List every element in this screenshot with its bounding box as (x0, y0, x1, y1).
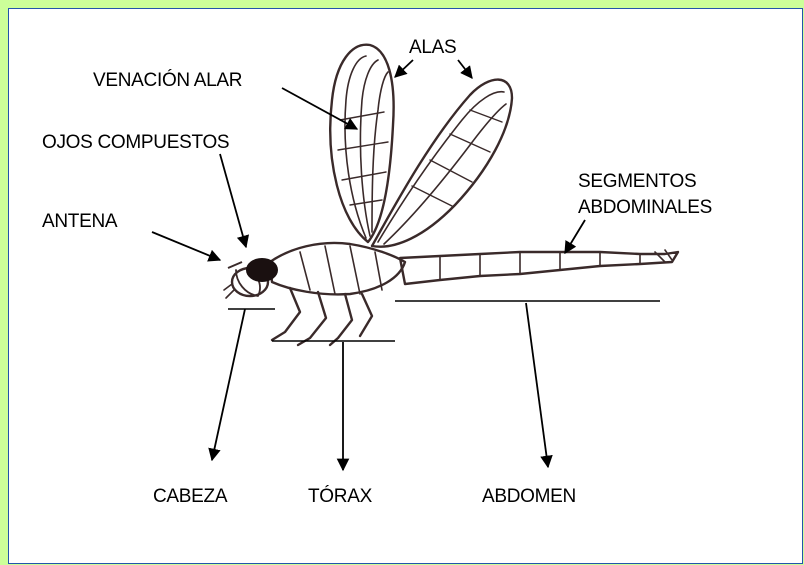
arrow-alas-right (458, 60, 472, 78)
label-abdomen: ABDOMEN (482, 487, 576, 506)
legs (272, 288, 372, 345)
label-venacion-alar: VENACIÓN ALAR (93, 71, 242, 90)
wing-front (330, 45, 393, 242)
arrow-abdomen (526, 303, 548, 467)
arrow-antena (152, 232, 220, 260)
label-alas: ALAS (409, 38, 456, 57)
arrow-segmentos (565, 220, 585, 253)
label-cabeza: CABEZA (153, 487, 227, 506)
label-antena: ANTENA (42, 212, 117, 231)
abdomen-shape (400, 252, 678, 284)
label-torax: TÓRAX (308, 487, 372, 506)
label-ojos-compuestos: OJOS COMPUESTOS (42, 133, 229, 152)
antenna (228, 262, 242, 268)
label-abdominales: ABDOMINALES (578, 198, 712, 217)
label-segmentos: SEGMENTOS (578, 172, 696, 191)
compound-eye (246, 258, 278, 282)
arrow-cabeza (212, 309, 245, 460)
arrow-alas-left (395, 60, 413, 77)
arrow-ojos (220, 154, 246, 247)
dragonfly-illustration (224, 45, 678, 345)
thorax-shape (270, 243, 405, 294)
